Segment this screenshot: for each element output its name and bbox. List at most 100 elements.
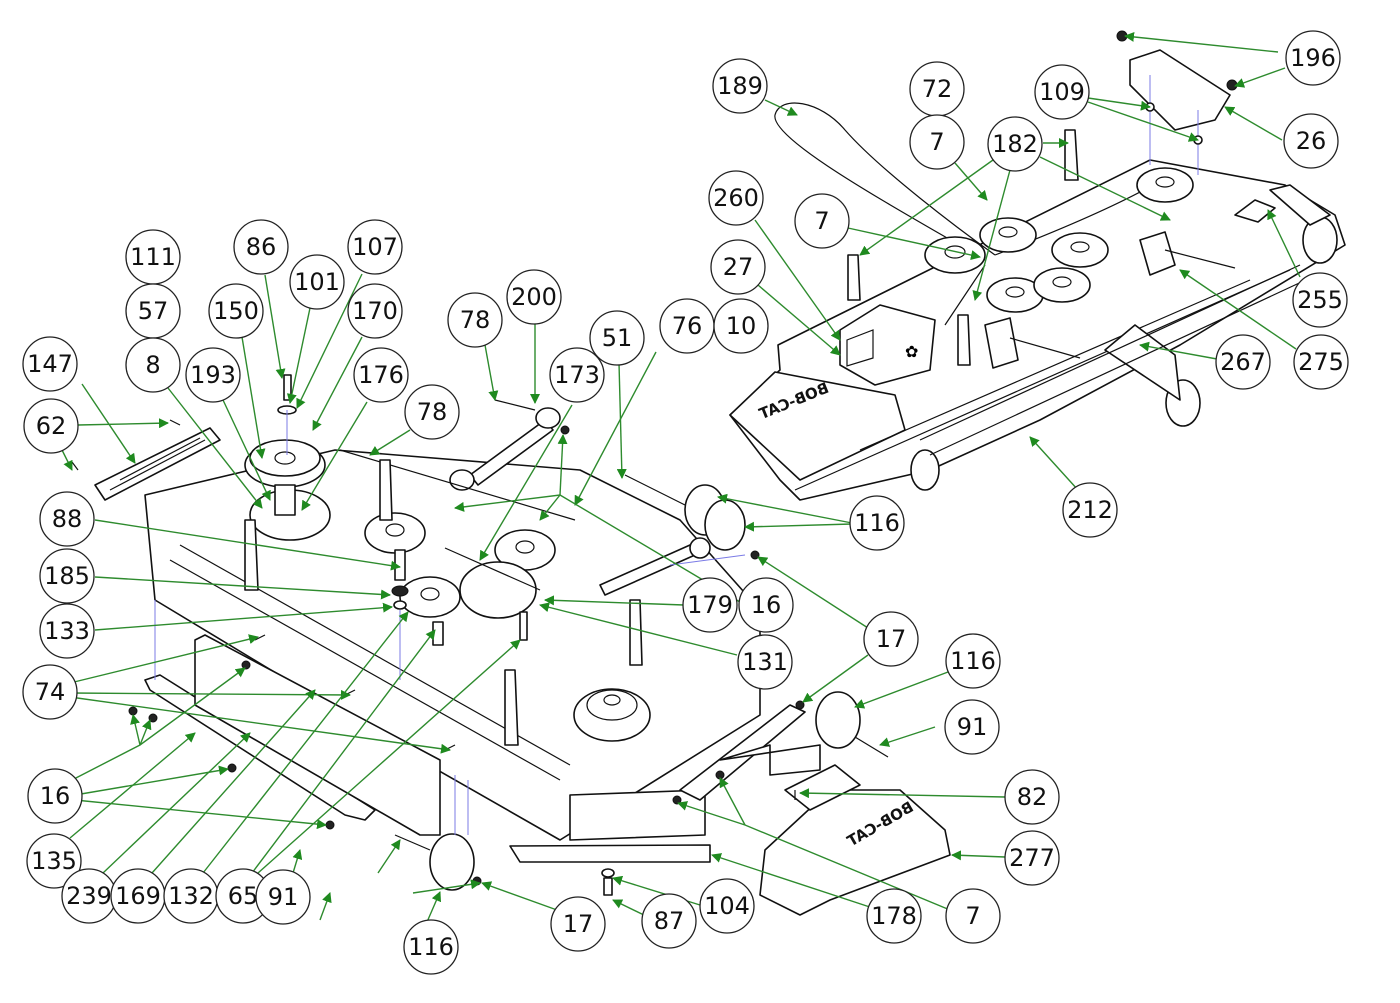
svg-text:10: 10 (726, 312, 757, 340)
callout-16-upper[interactable]: 16 (738, 577, 794, 633)
callout-135[interactable]: 135 (26, 833, 82, 889)
callout-196[interactable]: 196 (1285, 30, 1341, 86)
callout-88[interactable]: 88 (39, 491, 95, 547)
callout-173[interactable]: 173 (549, 347, 605, 403)
callout-131[interactable]: 131 (737, 634, 793, 690)
callout-91-right[interactable]: 91 (944, 699, 1000, 755)
callout-255[interactable]: 255 (1292, 272, 1348, 328)
callout-169[interactable]: 169 (110, 868, 166, 924)
callout-200[interactable]: 200 (506, 269, 562, 325)
callout-193[interactable]: 193 (185, 347, 241, 403)
svg-text:91: 91 (957, 713, 988, 741)
svg-text:173: 173 (554, 361, 600, 389)
svg-text:7: 7 (929, 128, 944, 156)
svg-text:7: 7 (814, 207, 829, 235)
callout-78-lower[interactable]: 78 (404, 384, 460, 440)
svg-text:260: 260 (713, 184, 759, 212)
callout-133[interactable]: 133 (39, 603, 95, 659)
callout-82[interactable]: 82 (1004, 769, 1060, 825)
callout-116-right[interactable]: 116 (945, 633, 1001, 689)
svg-text:196: 196 (1290, 44, 1336, 72)
callout-107[interactable]: 107 (347, 219, 403, 275)
callout-170[interactable]: 170 (347, 283, 403, 339)
svg-text:170: 170 (352, 297, 398, 325)
callout-72[interactable]: 72 (909, 61, 965, 117)
svg-text:16: 16 (751, 591, 782, 619)
callout-27[interactable]: 27 (710, 239, 766, 295)
callout-275[interactable]: 275 (1293, 334, 1349, 390)
callout-78-upper[interactable]: 78 (447, 292, 503, 348)
svg-text:27: 27 (723, 253, 754, 281)
callout-111[interactable]: 111 (125, 229, 181, 285)
callout-212[interactable]: 212 (1062, 482, 1118, 538)
upper-deck: BOB-CAT ✿ (729, 30, 1346, 501)
deck-pulley (1136, 167, 1194, 203)
callout-132[interactable]: 132 (163, 868, 219, 924)
callout-7-upper[interactable]: 7 (909, 114, 965, 170)
svg-text:72: 72 (922, 75, 953, 103)
callout-51[interactable]: 51 (589, 310, 645, 366)
callout-57[interactable]: 57 (125, 283, 181, 339)
svg-text:131: 131 (742, 648, 788, 676)
svg-text:116: 116 (408, 933, 454, 961)
svg-text:76: 76 (672, 312, 703, 340)
callout-10[interactable]: 10 (713, 298, 769, 354)
callout-147[interactable]: 147 (22, 336, 78, 392)
callout-182[interactable]: 182 (987, 116, 1043, 172)
svg-text:116: 116 (950, 647, 996, 675)
deck-pulley (1051, 232, 1109, 268)
deck-pulley (986, 277, 1044, 313)
callout-109[interactable]: 109 (1034, 64, 1090, 120)
callout-17-lower[interactable]: 17 (550, 896, 606, 952)
callout-17-mid[interactable]: 17 (863, 611, 919, 667)
callout-178[interactable]: 178 (866, 888, 922, 944)
svg-text:239: 239 (66, 882, 112, 910)
svg-text:88: 88 (52, 505, 83, 533)
svg-text:277: 277 (1009, 844, 1055, 872)
callout-189[interactable]: 189 (712, 58, 768, 114)
callout-267[interactable]: 267 (1215, 334, 1271, 390)
callout-91-lower[interactable]: 91 (255, 869, 311, 925)
callout-104[interactable]: 104 (699, 878, 755, 934)
grille-holes (109, 437, 206, 491)
svg-text:26: 26 (1296, 127, 1327, 155)
deck-pulley (979, 217, 1037, 253)
callout-116-upper[interactable]: 116 (849, 495, 905, 551)
callout-7-mid[interactable]: 7 (794, 193, 850, 249)
callout-150[interactable]: 150 (208, 283, 264, 339)
callout-239[interactable]: 239 (61, 868, 117, 924)
callout-86[interactable]: 86 (233, 219, 289, 275)
svg-text:176: 176 (358, 361, 404, 389)
callout-76[interactable]: 76 (659, 298, 715, 354)
svg-text:101: 101 (294, 268, 340, 296)
callout-179[interactable]: 179 (682, 577, 738, 633)
callout-16-lower[interactable]: 16 (27, 768, 83, 824)
svg-text:91: 91 (268, 883, 299, 911)
callout-185[interactable]: 185 (39, 548, 95, 604)
spindle-pulley-lower (573, 688, 651, 742)
callout-101[interactable]: 101 (289, 254, 345, 310)
idler-pulley (399, 576, 461, 618)
svg-text:17: 17 (876, 625, 907, 653)
callout-8[interactable]: 8 (125, 337, 181, 393)
svg-text:179: 179 (687, 591, 733, 619)
callout-176[interactable]: 176 (353, 347, 409, 403)
svg-text:74: 74 (35, 678, 66, 706)
svg-text:132: 132 (168, 882, 214, 910)
callout-26[interactable]: 26 (1283, 113, 1339, 169)
svg-text:104: 104 (704, 892, 750, 920)
svg-text:150: 150 (213, 297, 259, 325)
callout-65[interactable]: 65 (215, 868, 271, 924)
svg-text:185: 185 (44, 562, 90, 590)
svg-text:17: 17 (563, 910, 594, 938)
callout-62[interactable]: 62 (23, 398, 79, 454)
svg-text:111: 111 (130, 243, 176, 271)
callout-277[interactable]: 277 (1004, 830, 1060, 886)
svg-text:57: 57 (138, 297, 169, 325)
callout-116-lower[interactable]: 116 (403, 919, 459, 975)
callout-7-lower[interactable]: 7 (945, 888, 1001, 944)
callout-260[interactable]: 260 (708, 170, 764, 226)
callout-87[interactable]: 87 (641, 893, 697, 949)
svg-text:8: 8 (145, 351, 160, 379)
callout-74[interactable]: 74 (22, 664, 78, 720)
